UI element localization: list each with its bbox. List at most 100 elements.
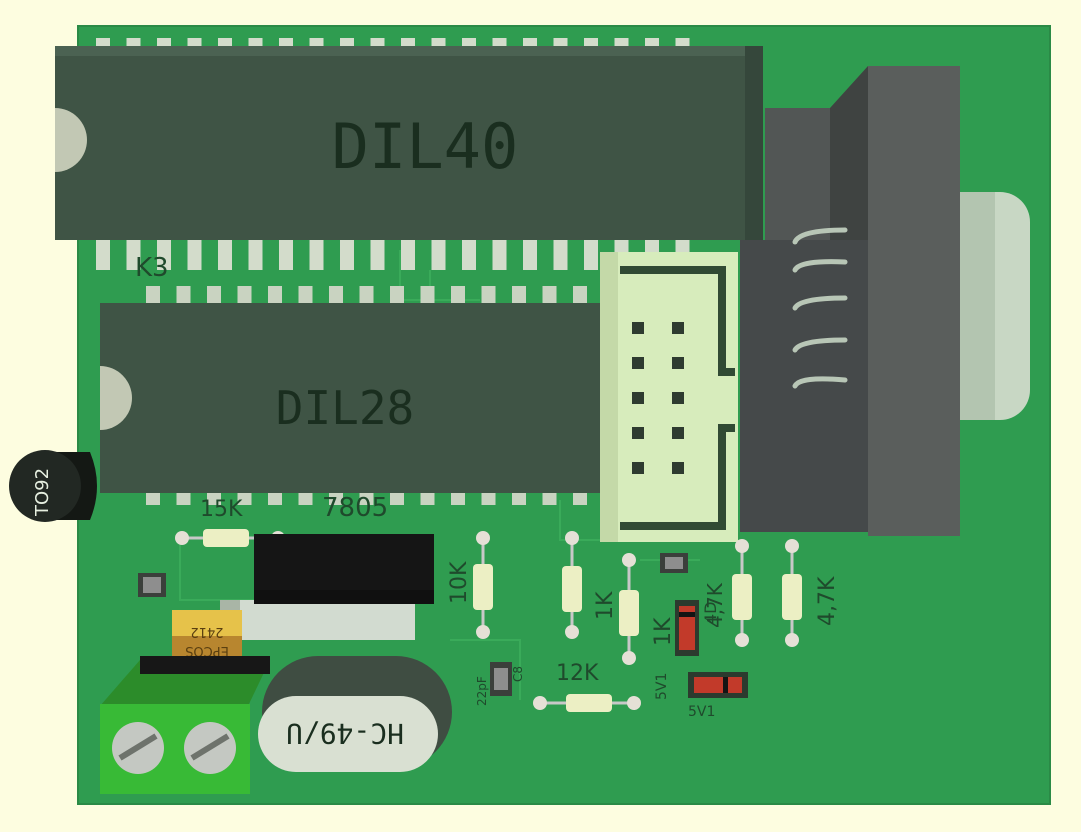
dsub-connector <box>740 66 1030 536</box>
screw-terminal <box>100 656 270 794</box>
dil28-pin <box>359 493 374 505</box>
idc-pin <box>632 357 644 369</box>
crystal-label: HC-49/U <box>286 717 404 750</box>
label-4d: 4D <box>701 602 720 625</box>
dil28-pin <box>146 493 160 505</box>
dil40-pin <box>187 240 202 270</box>
idc-pin <box>632 427 644 439</box>
label-1k-a: 1K <box>593 591 618 620</box>
label-7805: 7805 <box>322 493 388 523</box>
ic-dil28: DIL28 <box>100 303 620 493</box>
label-22pf: 22pF <box>475 676 489 706</box>
dil28-pin <box>542 493 557 505</box>
label-12k: 12K <box>556 661 599 686</box>
dil40-pin <box>126 240 141 270</box>
transistor-to92: TO92 <box>9 450 97 522</box>
dil28-pin <box>451 286 465 304</box>
label-k3: K3 <box>135 253 169 283</box>
dil40-pin <box>340 240 354 270</box>
smd-cap-left <box>138 573 166 597</box>
dil40-pin <box>218 240 232 270</box>
idc-pin <box>672 322 684 334</box>
dil40-pin <box>309 240 324 270</box>
transistor-label: TO92 <box>32 468 53 517</box>
dil28-pin <box>359 286 374 304</box>
resistor-1k-a: 1K <box>562 531 618 639</box>
label-c8: C8 <box>511 666 525 682</box>
label-1k-b: 1K <box>651 617 676 646</box>
dil40-pin <box>401 240 415 270</box>
dil40-pin <box>553 240 568 270</box>
idc-box-header <box>600 252 738 542</box>
dil28-pin <box>573 493 587 505</box>
dil28-pin <box>390 286 404 304</box>
dil28-pin <box>512 286 526 304</box>
dil28-pin <box>298 286 313 304</box>
dil28-pin <box>146 286 160 304</box>
dil40-pin <box>279 240 293 270</box>
dil40-pin <box>96 240 110 270</box>
tantalum-cap-epcos: 2412 EPCOS <box>172 610 242 658</box>
dil40-bottom-pins <box>96 240 690 270</box>
dil28-pin <box>512 493 526 505</box>
dil40-pin <box>157 240 171 270</box>
dil28-top-pins <box>146 286 587 304</box>
idc-pin <box>672 392 684 404</box>
dil28-pin <box>420 493 435 505</box>
dil28-pin <box>329 493 343 505</box>
label-4k7-b: 4,7K <box>815 576 840 626</box>
dil28-pin <box>451 493 465 505</box>
idc-pin <box>672 357 684 369</box>
resistor-12k: 12K <box>533 661 641 712</box>
dil40-pin <box>492 240 507 270</box>
dil28-pin <box>298 493 313 505</box>
dil40-pin <box>523 240 537 270</box>
smd-cap-22pf: 22pF C8 <box>475 662 525 706</box>
label-5v1-b: 5V1 <box>688 704 715 720</box>
label-5v1-a: 5V1 <box>654 673 670 700</box>
zener-diode-horizontal: 5V1 <box>688 672 748 720</box>
dil28-pin <box>268 493 282 505</box>
idc-pin <box>632 392 644 404</box>
resistor-1k-b: 1K <box>619 553 676 665</box>
dil28-pin <box>542 286 557 304</box>
ic-dil40: DIL40 <box>55 46 763 240</box>
idc-pin <box>672 462 684 474</box>
dil28-pin <box>268 286 282 304</box>
dil28-pin <box>390 493 404 505</box>
label-cap-code: 2412 <box>190 624 223 639</box>
dil40-pin <box>248 240 263 270</box>
dil28-pin <box>420 286 435 304</box>
idc-pin <box>632 322 644 334</box>
dil28-pin <box>176 493 191 505</box>
dil28-pin <box>207 286 221 304</box>
dil28-label: DIL28 <box>276 381 414 435</box>
resistor-4k7-b: 4,7K <box>782 539 840 647</box>
label-epcos: EPCOS <box>185 643 229 658</box>
label-4k7-a: 4,7K <box>703 582 727 628</box>
dil40-pin <box>431 240 446 270</box>
resistor-4k7-a: 4,7K <box>703 539 752 647</box>
dil40-pin <box>370 240 385 270</box>
dsub-pins <box>792 227 848 389</box>
zener-diode-vertical: 5V1 <box>654 600 699 700</box>
dil28-pin <box>237 286 252 304</box>
dil28-pin <box>481 286 496 304</box>
dil40-pin <box>584 240 598 270</box>
dil40-label: DIL40 <box>332 110 519 183</box>
dil28-pin <box>237 493 252 505</box>
idc-pin <box>672 427 684 439</box>
dil28-pin <box>207 493 221 505</box>
label-10k: 10K <box>447 561 472 604</box>
smd-diode-4d <box>660 553 688 573</box>
dil28-pin <box>329 286 343 304</box>
idc-pin <box>632 462 644 474</box>
resistor-10k: 10K <box>447 531 493 639</box>
label-15k: 15K <box>200 497 243 522</box>
crystal-hc49u: HC-49/U <box>258 656 452 772</box>
dil28-pin <box>176 286 191 304</box>
dil28-pin <box>573 286 587 304</box>
dil28-bottom-pins <box>146 493 587 505</box>
